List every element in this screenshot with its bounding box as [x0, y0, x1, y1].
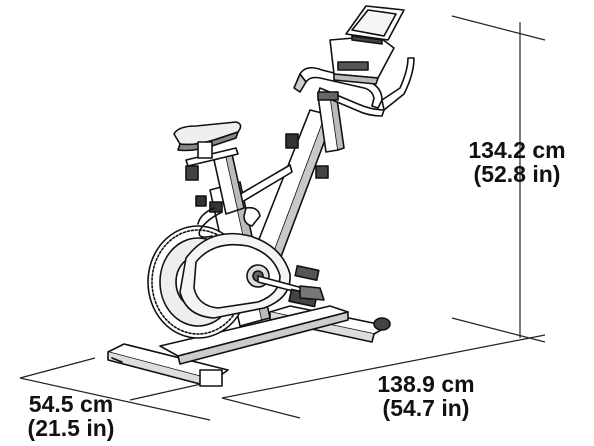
dimension-lines — [19, 15, 546, 421]
bottle-holder — [243, 206, 261, 227]
width-imperial: (21.5 in) — [27, 415, 115, 442]
length-imperial: (54.7 in) — [382, 395, 470, 422]
seat-assembly — [173, 121, 245, 215]
width-left-extension — [19, 357, 96, 379]
base-frame — [159, 305, 349, 365]
height-imperial: (52.8 in) — [473, 161, 561, 188]
width-dimension-line — [19, 377, 211, 421]
width-metric: 54.5 cm — [28, 391, 114, 417]
height-bottom-extension — [451, 317, 546, 343]
height-top-extension — [451, 15, 546, 41]
width-right-extension — [129, 381, 211, 401]
exercise-bike-illustration — [107, 5, 415, 387]
front-stabilizer — [107, 343, 229, 387]
handlebars — [293, 57, 415, 117]
length-dimension-label: 138.9 cm (54.7 in) — [356, 372, 496, 420]
width-dimension-label: 54.5 cm (21.5 in) — [6, 392, 136, 440]
height-metric: 134.2 cm — [468, 137, 566, 163]
handlebar-column — [317, 91, 345, 153]
console — [329, 5, 405, 85]
crank-and-pedals — [257, 265, 325, 308]
resistance-knob — [285, 133, 329, 179]
length-dimension-line — [221, 334, 546, 399]
length-metric: 138.9 cm — [377, 371, 475, 397]
height-dimension-label: 134.2 cm (52.8 in) — [447, 138, 587, 186]
cables — [197, 207, 223, 238]
length-left-extension — [221, 397, 301, 419]
